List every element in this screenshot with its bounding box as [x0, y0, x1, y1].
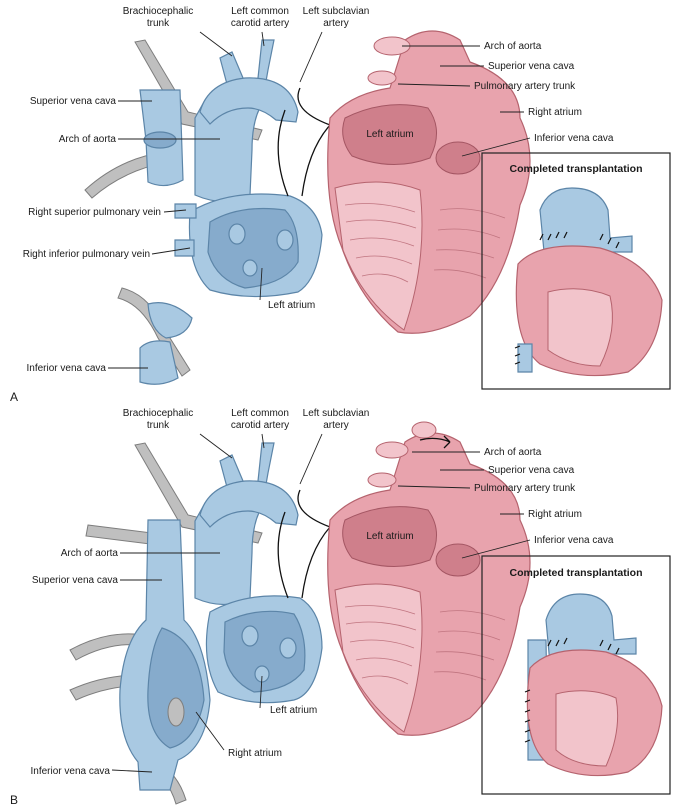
panel-a: Brachiocephalic trunk Left common caroti… [10, 6, 671, 404]
leader-lines-a [108, 31, 531, 369]
label-inferior-vena-cava-left-b: Inferior vena cava [31, 766, 111, 777]
label-arch-of-aorta-left-b: Arch of aorta [61, 548, 119, 559]
recipient-svc-opening-a [143, 131, 177, 149]
inset-ivc-a [517, 343, 533, 373]
label-left-common-carotid-1-a: Left common [231, 6, 289, 17]
right-atrium-valve-b [167, 697, 185, 727]
label-left-atrium-recipient-b: Left atrium [270, 705, 317, 716]
inset-ventricle-a [547, 288, 613, 367]
inset-ventricle-b [555, 690, 619, 767]
suture-aorta-top-b [419, 435, 451, 449]
inset-sutures-a [514, 231, 620, 365]
inset-heart-a [514, 187, 663, 377]
label-left-common-carotid-2-b: carotid artery [231, 420, 289, 431]
label-superior-vena-cava-right-a: Superior vena cava [488, 61, 575, 72]
pv-opening-3-a [242, 259, 258, 277]
label-inferior-vena-cava-left-a: Inferior vena cava [27, 363, 107, 374]
donor-ivc-opening-b [435, 543, 481, 577]
recipient-arch-top-a [199, 77, 299, 125]
label-brachiocephalic-2-a: trunk [147, 18, 170, 29]
donor-pa-top-a [367, 70, 397, 86]
inset-heart-b [524, 593, 663, 777]
label-arch-of-aorta-right-a: Arch of aorta [484, 41, 542, 52]
pv-opening-2-a [276, 229, 294, 251]
label-left-atrium-donor-b: Left atrium [366, 531, 413, 542]
label-right-inferior-pulmonary-vein-a: Right inferior pulmonary vein [23, 249, 150, 260]
pv-stub-sup-a [174, 203, 197, 219]
label-brachiocephalic-1-b: Brachiocephalic [123, 408, 194, 419]
label-left-atrium-donor-a: Left atrium [366, 129, 413, 140]
inset-sutures-b [524, 637, 620, 743]
label-left-atrium-recipient-a: Left atrium [268, 300, 315, 311]
donor-svc-top-b [375, 441, 409, 459]
inset-vessels-b [545, 593, 637, 669]
label-left-subclavian-2-b: artery [323, 420, 349, 431]
suture-atrial-a [277, 109, 289, 197]
leader-lines-b [111, 433, 531, 773]
recipient-ivc-a [139, 340, 179, 385]
suture-atrial-b [277, 511, 289, 599]
donor-left-atrium-opening-b [342, 506, 437, 567]
suture-aorta-a [297, 87, 332, 197]
panel-letter-a: A [10, 390, 18, 404]
label-left-subclavian-1-a: Left subclavian [303, 6, 370, 17]
donor-pa-top-b [367, 472, 397, 488]
recipient-ivc-upper-a [147, 302, 193, 339]
label-right-atrium-recipient-b: Right atrium [228, 748, 282, 759]
label-left-common-carotid-2-a: carotid artery [231, 18, 289, 29]
inset-frame-a [481, 152, 671, 390]
label-left-subclavian-1-b: Left subclavian [303, 408, 370, 419]
donor-aorta-top-b [411, 421, 437, 439]
label-superior-vena-cava-left-b: Superior vena cava [32, 575, 119, 586]
label-pulmonary-artery-trunk-b: Pulmonary artery trunk [474, 483, 576, 494]
label-arch-of-aorta-right-b: Arch of aorta [484, 447, 542, 458]
pv-stub-inf-a [174, 239, 195, 257]
pv-opening-1-b [241, 625, 259, 647]
donor-ivc-opening-a [435, 141, 481, 175]
label-pulmonary-artery-trunk-a: Pulmonary artery trunk [474, 81, 576, 92]
recipient-arch-top-b [199, 480, 299, 528]
muscle-striations-b [344, 605, 506, 685]
label-arch-of-aorta-left-a: Arch of aorta [59, 134, 117, 145]
label-superior-vena-cava-left-a: Superior vena cava [30, 96, 117, 107]
label-left-common-carotid-1-b: Left common [231, 408, 289, 419]
label-left-subclavian-2-a: artery [323, 18, 349, 29]
panel-b: Brachiocephalic trunk Left common caroti… [10, 408, 671, 807]
label-right-atrium-right-a: Right atrium [528, 107, 582, 118]
label-brachiocephalic-2-b: trunk [147, 420, 170, 431]
inset-title-b: Completed transplantation [509, 567, 642, 579]
pv-opening-1-a [228, 223, 246, 245]
inset-title-a: Completed transplantation [509, 163, 642, 175]
label-superior-vena-cava-right-b: Superior vena cava [488, 465, 575, 476]
label-inferior-vena-cava-right-b: Inferior vena cava [534, 535, 614, 546]
panel-letter-b: B [10, 793, 18, 807]
donor-heart-b [327, 432, 531, 736]
label-inferior-vena-cava-right-a: Inferior vena cava [534, 133, 614, 144]
recipient-right-atrium-cavity-b [147, 627, 205, 749]
label-right-superior-pulmonary-vein-a: Right superior pulmonary vein [28, 207, 161, 218]
donor-heart-a [327, 30, 531, 334]
inset-frame-b [481, 555, 671, 795]
label-brachiocephalic-1-a: Brachiocephalic [123, 6, 194, 17]
label-right-atrium-right-b: Right atrium [528, 509, 582, 520]
donor-left-atrium-opening-a [342, 104, 437, 165]
pv-opening-2-b [279, 637, 297, 659]
muscle-striations-a [344, 203, 506, 283]
suture-aorta-b [297, 489, 332, 599]
